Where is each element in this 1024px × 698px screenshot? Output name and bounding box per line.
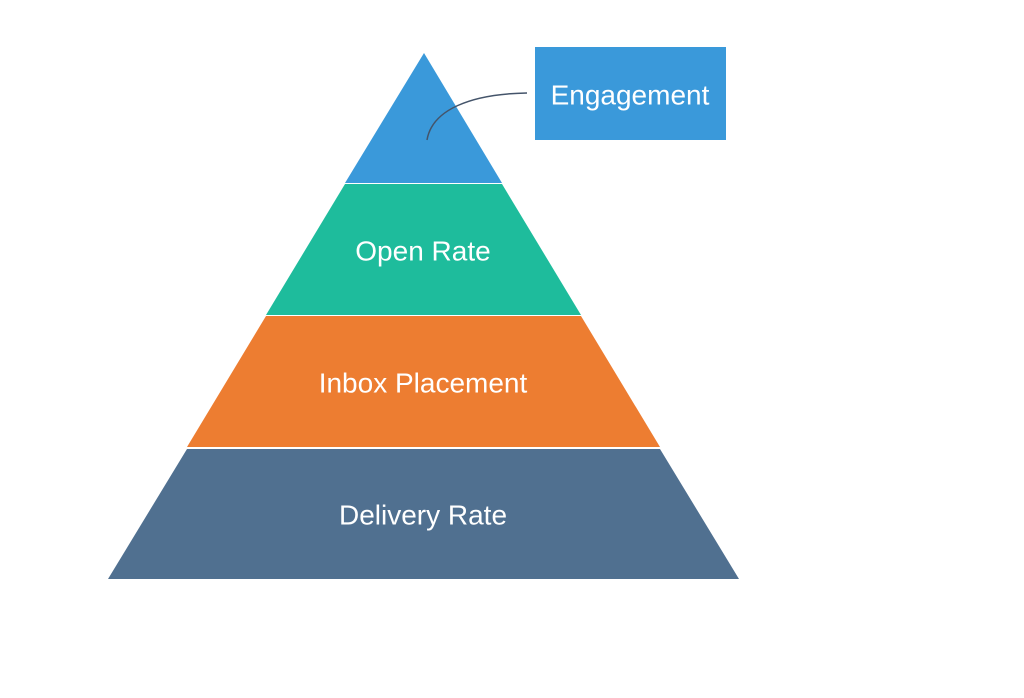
layer-label-open-rate: Open Rate: [355, 235, 490, 266]
pyramid-layer-top: [345, 53, 502, 183]
layer-label-delivery-rate: Delivery Rate: [339, 499, 507, 530]
pyramid-layer-open-rate: [266, 184, 581, 315]
callout-box: [535, 47, 726, 140]
pyramid-layer-delivery-rate: [108, 449, 739, 579]
callout-connector: [426, 92, 528, 141]
pyramid-layer-inbox-placement: [187, 316, 660, 447]
callout-label-engagement: Engagement: [551, 79, 710, 110]
layer-label-inbox-placement: Inbox Placement: [319, 367, 528, 398]
